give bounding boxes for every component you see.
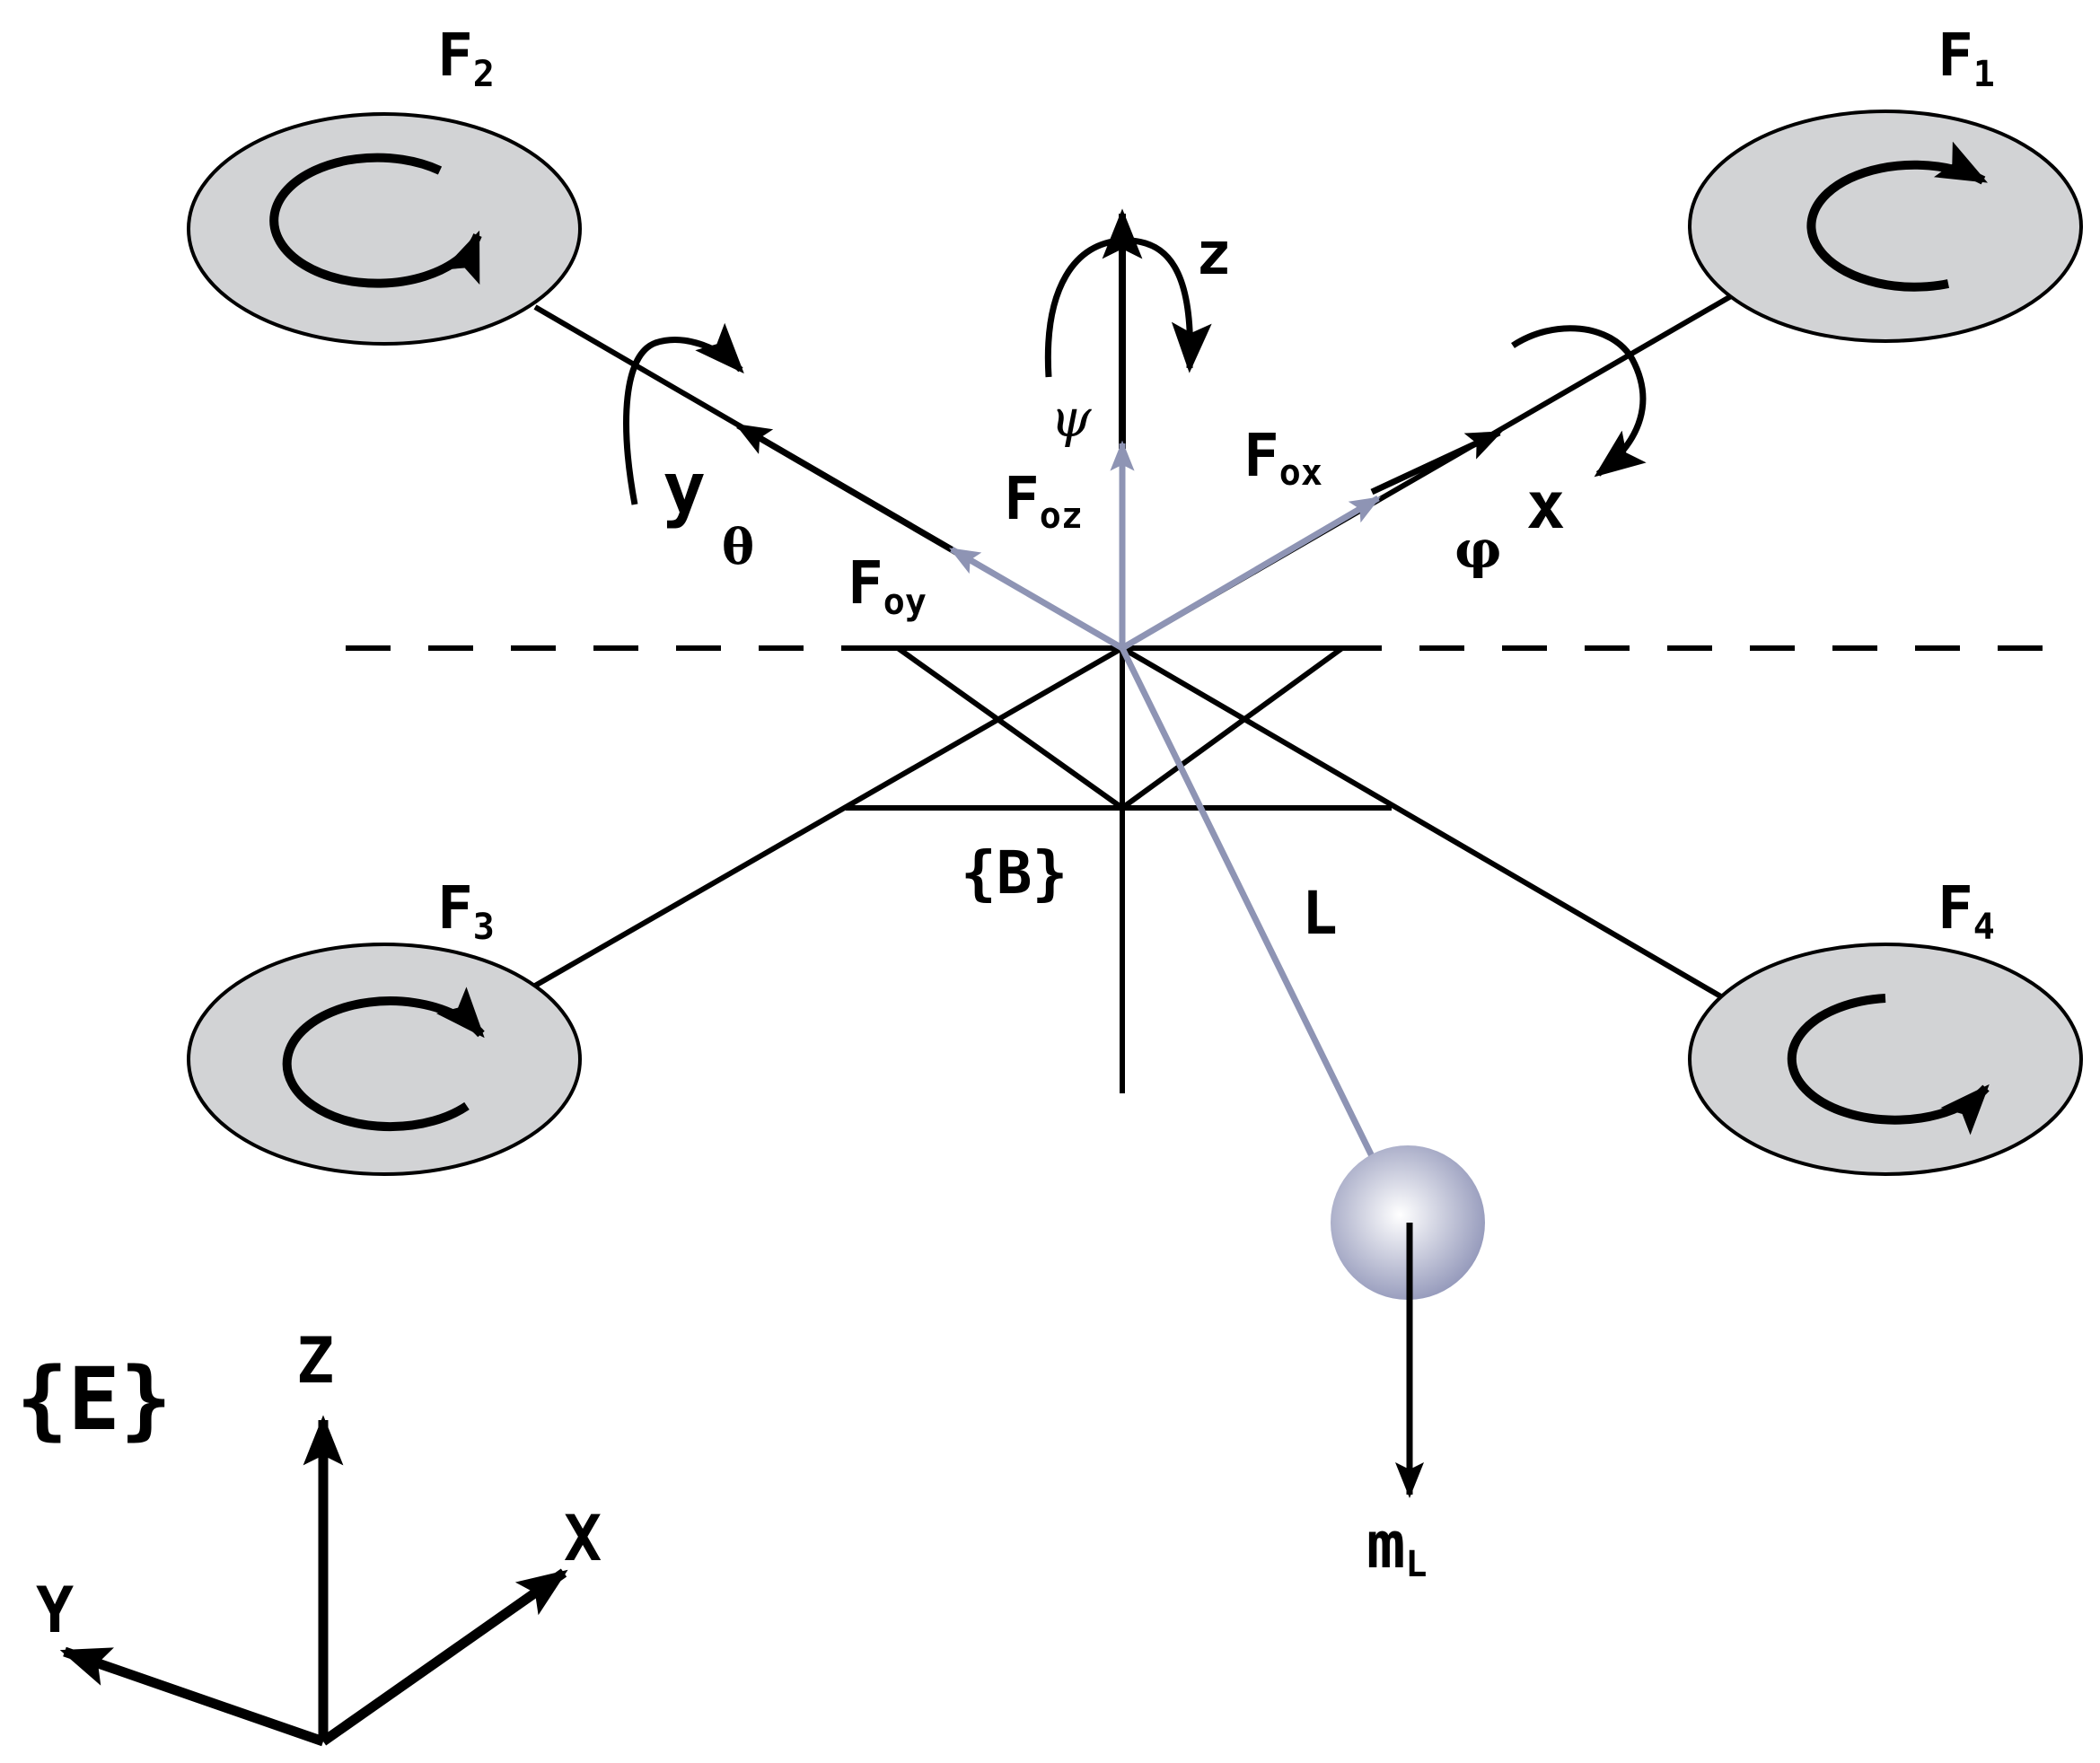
- body-x-label: x: [1526, 468, 1565, 543]
- yaw-rotation-arrow: [1044, 237, 1212, 378]
- rotor-2-label: F2: [437, 21, 495, 95]
- roll-angle-label: φ: [1454, 519, 1501, 580]
- rotor-3-label: F3: [437, 873, 495, 948]
- rotor-1: [1688, 110, 2083, 343]
- cable-length-label: L: [1302, 879, 1338, 948]
- rotor-3-disk: [187, 943, 582, 1176]
- pitch-angle-label: θ: [722, 518, 754, 575]
- rotor-4-disk: [1688, 943, 2083, 1176]
- earth-z-label: Z: [296, 1324, 334, 1398]
- arm-rotor-4: [1120, 645, 1726, 1001]
- earth-x-axis-arrow: [320, 1568, 568, 1746]
- earth-y-label: Y: [36, 1574, 74, 1647]
- pitch-rotation-arrow: [623, 322, 744, 505]
- earth-frame-axes: [59, 1415, 568, 1747]
- rotor-1-label: F1: [1937, 21, 1995, 95]
- rotor-3: [187, 943, 582, 1176]
- rotor-1-disk: [1688, 110, 2083, 343]
- rotor-2: [187, 112, 582, 346]
- cable-line: [1119, 646, 1375, 1158]
- body-y-axis-arrow: [734, 422, 961, 557]
- rotor-2-disk: [187, 112, 582, 346]
- body-x-axis-arrow: [1370, 429, 1503, 496]
- body-frame-structure: [846, 645, 1392, 1093]
- body-y-label: y: [663, 447, 706, 531]
- arm-rotor-3: [533, 645, 1124, 988]
- force-ox-label: Fox: [1243, 421, 1322, 494]
- rotor-4-rotation-arrow: [1787, 994, 1990, 1136]
- force-oy-label: Foy: [848, 548, 927, 623]
- body-frame-label: {B}: [961, 838, 1068, 908]
- body-z-label: z: [1196, 219, 1232, 288]
- force-vectors: [949, 440, 1381, 1158]
- force-ox-arrow: [1120, 495, 1381, 652]
- load-mass-label: mL: [1366, 1507, 1427, 1585]
- rotor-4: [1688, 943, 2083, 1176]
- earth-frame-label: {E}: [16, 1349, 171, 1450]
- earth-x-label: X: [564, 1502, 602, 1575]
- force-oy-arrow: [949, 546, 1124, 652]
- earth-y-axis-arrow: [59, 1646, 325, 1747]
- yaw-angle-label: ψ: [1050, 388, 1092, 449]
- force-oz-label: Foz: [1004, 464, 1083, 537]
- rotor-3-rotation-arrow: [282, 987, 485, 1132]
- rotor-4-label: F4: [1937, 873, 1995, 948]
- roll-rotation-arrow: [1511, 325, 1647, 478]
- rotor-1-rotation-arrow: [1806, 141, 1988, 292]
- rotor-2-rotation-arrow: [269, 153, 482, 288]
